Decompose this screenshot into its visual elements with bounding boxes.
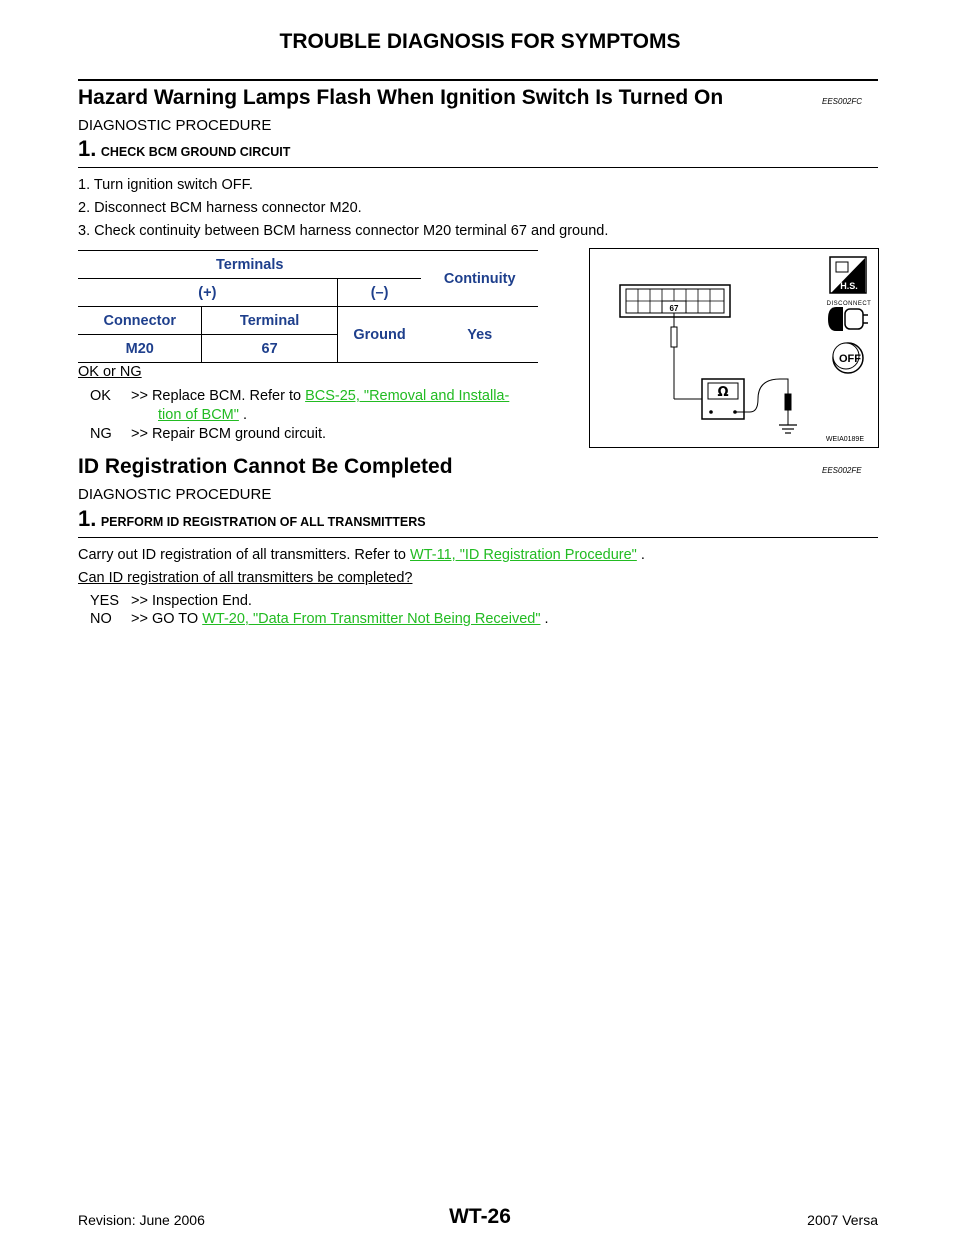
circuit-figure: H.S. DISCONNECT OFF 67 [589, 248, 879, 448]
off-label: OFF [839, 353, 861, 365]
page-number: WT-26 [449, 1205, 511, 1228]
header-rule [78, 79, 878, 81]
section-title: Hazard Warning Lamps Flash When Ignition… [78, 86, 724, 109]
step-heading: 1. CHECK BCM GROUND CIRCUIT [78, 136, 290, 162]
ok-text-continued: tion of BCM" . [158, 407, 247, 423]
step-title: CHECK BCM GROUND CIRCUIT [100, 145, 291, 159]
instruction-1: 1. Turn ignition switch OFF. [78, 177, 253, 193]
ok-text: >> Replace BCM. Refer to BCS-25, "Remova… [131, 388, 510, 404]
probe-ground-icon [735, 378, 797, 434]
connector-header: Connector [78, 306, 203, 335]
bcs-25-link[interactable]: BCS-25, "Removal and Installa- [305, 388, 510, 404]
no-key: NO [90, 611, 112, 627]
section-code-2: EES002FE [822, 466, 862, 475]
step-heading-2: 1. PERFORM ID REGISTRATION OF ALL TRANSM… [78, 506, 426, 532]
revision-label: Revision: June 2006 [78, 1212, 205, 1228]
step-rule [78, 167, 878, 168]
yes-cell: Yes [421, 306, 538, 363]
diagnostic-procedure-label-2: DIAGNOSTIC PROCEDURE [78, 486, 272, 503]
continuity-header: Continuity [421, 251, 538, 307]
connector-value: M20 [78, 334, 203, 363]
section-title-2: ID Registration Cannot Be Completed [78, 455, 453, 478]
question: Can ID registration of all transmitters … [78, 570, 413, 586]
terminals-table: Terminals Continuity (+) (–) Connector T… [78, 250, 538, 363]
ohm-symbol: Ω [717, 385, 728, 400]
ohmmeter-icon: Ω [701, 378, 745, 420]
figure-code: WEIA0189E [826, 436, 864, 443]
terminal-header: Terminal [201, 306, 338, 335]
step-number: 1. [78, 136, 97, 161]
wt-20-link[interactable]: WT-20, "Data From Transmitter Not Being … [202, 611, 541, 627]
harness-connector-icon: 67 [619, 284, 731, 318]
bcs-25-link-continued[interactable]: tion of BCM" [158, 407, 239, 423]
diagnostic-procedure-label: DIAGNOSTIC PROCEDURE [78, 117, 272, 134]
disconnect-label: DISCONNECT [827, 301, 872, 307]
terminal-67-label: 67 [670, 304, 679, 313]
hs-icon: H.S. [829, 256, 867, 294]
ng-key: NG [90, 426, 112, 442]
no-text: >> GO TO WT-20, "Data From Transmitter N… [131, 611, 549, 627]
ok-key: OK [90, 388, 111, 404]
terminal-value: 67 [201, 334, 338, 363]
step-title-2: PERFORM ID REGISTRATION OF ALL TRANSMITT… [100, 515, 426, 529]
model-label: 2007 Versa [807, 1212, 878, 1228]
ground-cell: Ground [337, 306, 422, 363]
section-code: EES002FC [822, 97, 863, 106]
wt-11-link[interactable]: WT-11, "ID Registration Procedure" [410, 547, 637, 563]
circuit-diagram: H.S. DISCONNECT OFF 67 [619, 256, 872, 443]
result-label: OK or NG [78, 364, 142, 380]
instruction-2: 2. Disconnect BCM harness connector M20. [78, 200, 362, 216]
yes-key: YES [90, 593, 120, 609]
ignition-off-icon: OFF [832, 342, 864, 374]
step-number-2: 1. [78, 506, 97, 531]
instruction-3: 3. Check continuity between BCM harness … [78, 223, 609, 239]
step-rule-2 [78, 537, 878, 538]
ng-text: >> Repair BCM ground circuit. [131, 426, 327, 442]
terminals-header: Terminals [78, 251, 422, 279]
hs-label: H.S. [840, 281, 858, 291]
minus-header: (–) [337, 278, 422, 307]
instruction: Carry out ID registration of all transmi… [78, 547, 645, 563]
plus-header: (+) [78, 278, 338, 307]
disconnect-connector-icon [828, 307, 868, 331]
page-header: TROUBLE DIAGNOSIS FOR SYMPTOMS [279, 30, 681, 53]
yes-text: >> Inspection End. [131, 593, 252, 609]
